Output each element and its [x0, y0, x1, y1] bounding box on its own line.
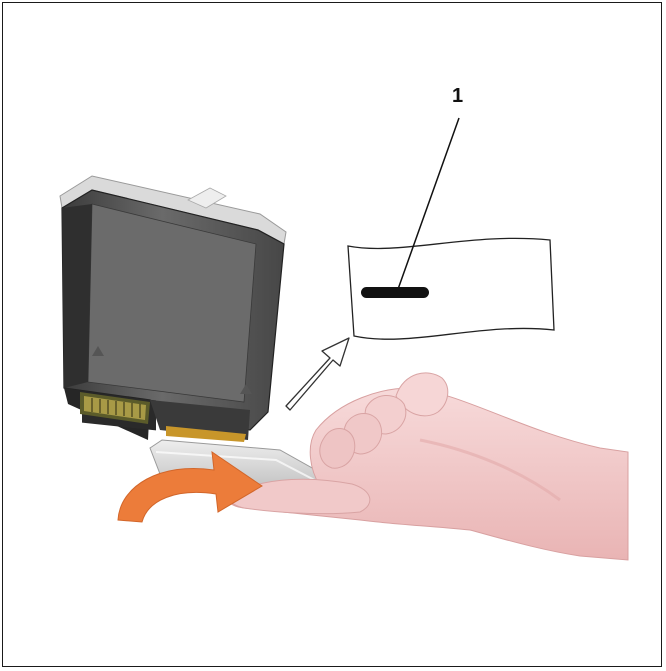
pull-arrow-icon — [117, 450, 263, 523]
label-marking — [361, 287, 429, 298]
ink-cartridge-icon — [59, 175, 287, 442]
label-card-icon — [347, 237, 555, 340]
outline-arrow-icon — [285, 337, 350, 411]
callout-number: 1 — [452, 85, 464, 107]
contact-pad — [80, 392, 150, 424]
hand-icon — [226, 372, 629, 561]
callout-leader-line — [396, 117, 460, 293]
